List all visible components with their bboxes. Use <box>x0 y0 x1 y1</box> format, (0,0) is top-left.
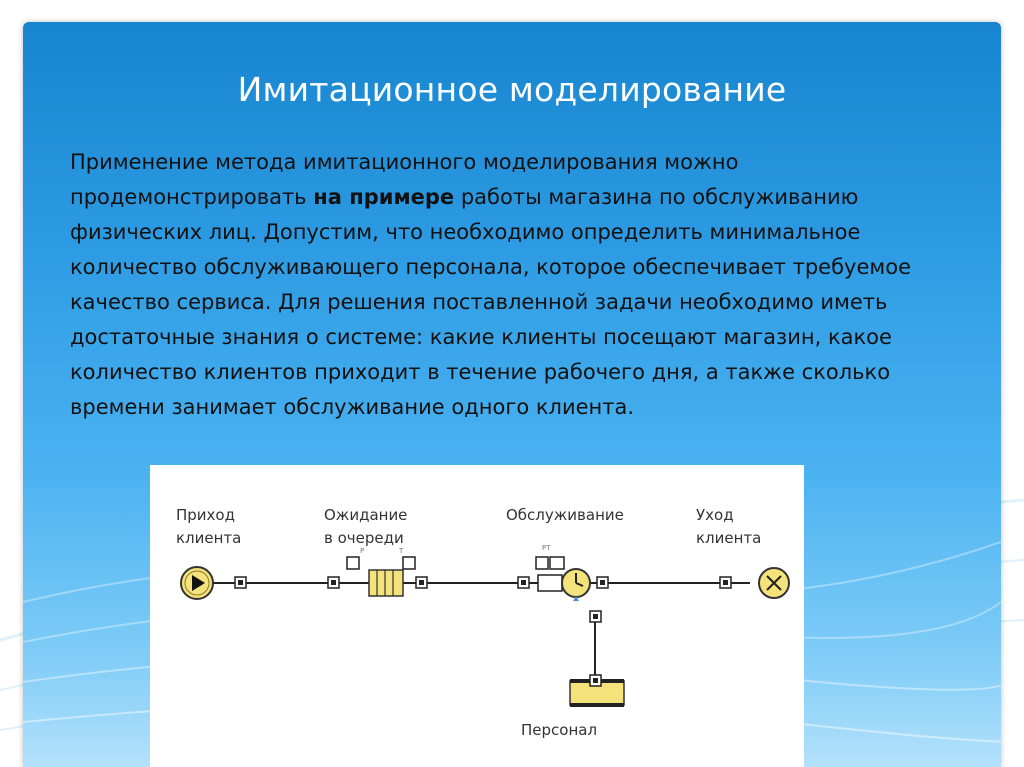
sink-label-line-1: Уход <box>696 506 734 524</box>
slide-panel: Имитационное моделирование Применение ме… <box>23 22 1001 767</box>
delay-out-port <box>596 576 609 589</box>
delay-resource-port <box>589 610 602 623</box>
delay-body <box>537 574 563 592</box>
queue-out-port <box>415 576 428 589</box>
source-out-port <box>234 576 247 589</box>
play-icon <box>180 566 214 600</box>
clock-icon <box>561 568 591 598</box>
queue-label-line-1: Ожидание <box>324 506 407 524</box>
queue-port-p-label: P <box>360 547 364 555</box>
process-diagram-svg: Приход клиента Ожидание в очереди Обслуж… <box>176 506 790 739</box>
slide-body-text: Применение метода имитационного моделиро… <box>70 145 960 425</box>
close-icon <box>758 567 790 599</box>
body-text-part-2: работы магазина по обслуживанию физическ… <box>70 185 911 419</box>
delay-in-port <box>517 576 530 589</box>
body-text-bold: на примере <box>313 185 455 209</box>
body-text-part-1: Применение метода имитационного моделиро… <box>70 150 739 209</box>
delay-port-label: PT <box>542 544 551 552</box>
source-label-line-1: Приход <box>176 506 235 524</box>
resource-label: Персонал <box>521 721 597 739</box>
queue-port-t <box>402 556 416 570</box>
queue-port-t-label: T <box>398 547 404 555</box>
queue-label-line-2: в очереди <box>324 529 404 547</box>
process-diagram: Приход клиента Ожидание в очереди Обслуж… <box>150 465 804 767</box>
sink-in-port <box>719 576 732 589</box>
queue-icon <box>368 569 404 597</box>
delay-port-top <box>535 556 549 570</box>
source-label-line-2: клиента <box>176 529 241 547</box>
resource-out-port <box>589 674 602 687</box>
slide-title: Имитационное моделирование <box>237 70 787 109</box>
resource-arrow-icon <box>573 596 579 601</box>
delay-label: Обслуживание <box>506 506 624 524</box>
delay-port-top-2 <box>549 556 565 570</box>
queue-port-p <box>346 556 360 570</box>
sink-label-line-2: клиента <box>696 529 761 547</box>
queue-in-port <box>327 576 340 589</box>
